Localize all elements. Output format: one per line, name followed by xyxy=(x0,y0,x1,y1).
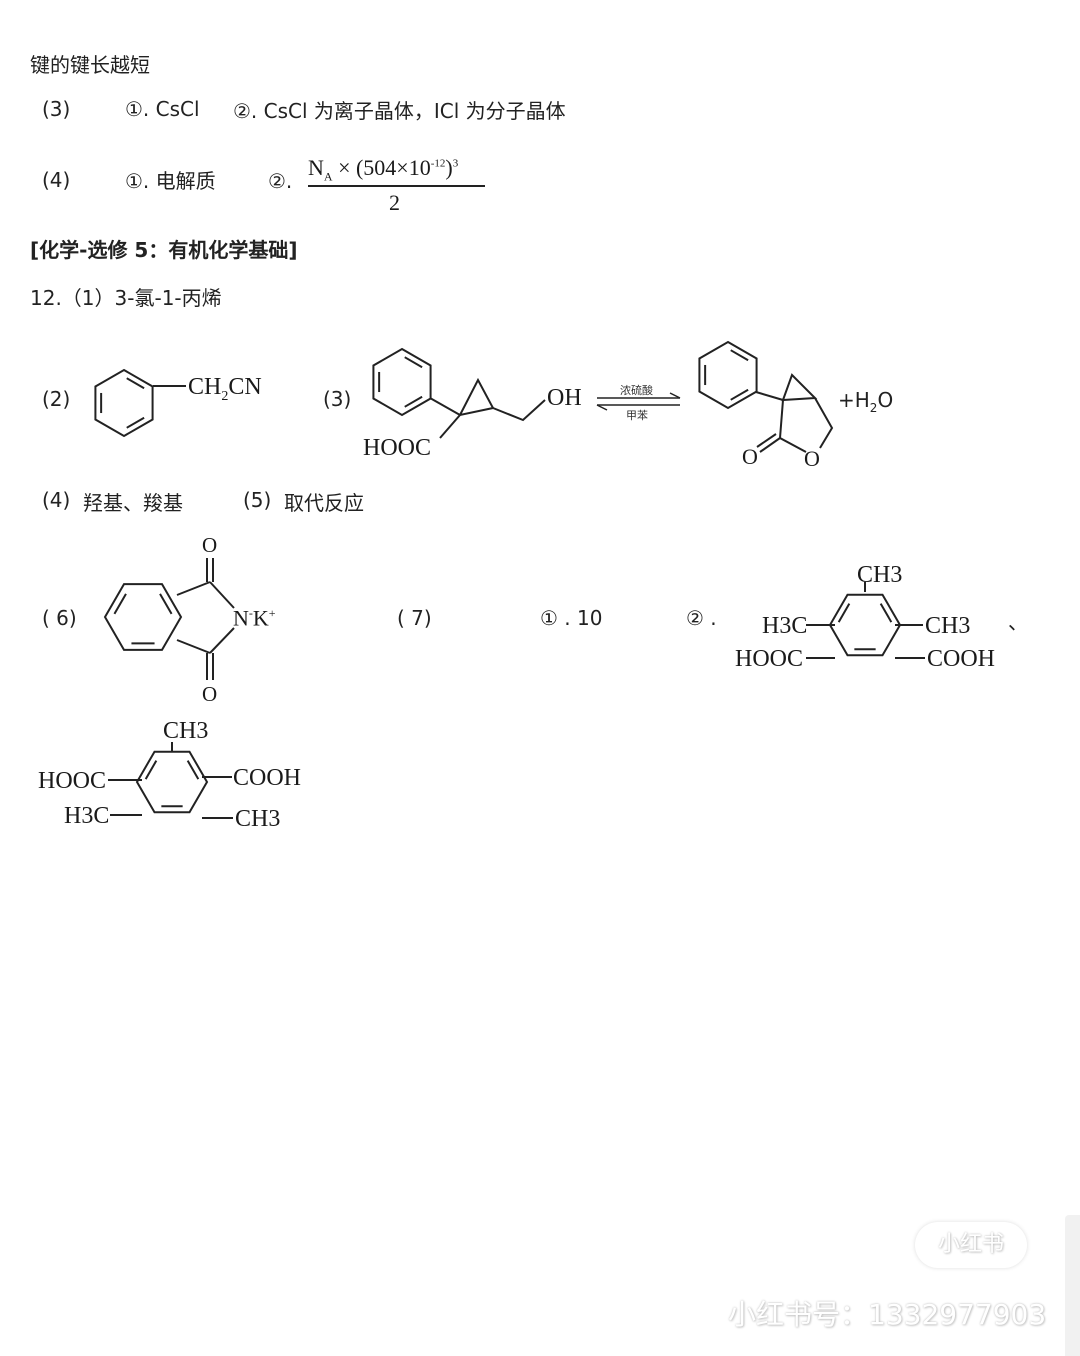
benzene-ring xyxy=(828,593,902,657)
equilibrium-arrow xyxy=(596,392,681,411)
water-label: +H2O xyxy=(838,388,894,415)
s7a-h3c: H3C xyxy=(762,613,808,639)
double-bond xyxy=(837,603,851,623)
phthalimide-bonds xyxy=(176,558,235,680)
q12-7-answer-1: ① . 10 xyxy=(540,606,603,630)
benzene-ring xyxy=(94,368,154,438)
o-bottom: O xyxy=(202,682,218,706)
s7b-cooh: COOH xyxy=(233,765,302,791)
ring-o: O xyxy=(804,446,820,471)
double-bond xyxy=(126,416,145,429)
double-bond xyxy=(186,760,200,780)
separator: 、 xyxy=(1008,610,1028,634)
q12-2-label: (2) xyxy=(42,387,71,411)
double-bond xyxy=(126,377,145,390)
s7b-ch3-right: CH3 xyxy=(235,806,281,832)
s7b-hooc: HOOC xyxy=(38,768,107,794)
s7a-ch3-top: CH3 xyxy=(857,562,903,588)
q12-5-label: (5) xyxy=(243,488,272,512)
double-bond xyxy=(144,760,158,780)
double-bond xyxy=(113,593,127,615)
reactant-bonds xyxy=(429,377,546,439)
ch2cn-label: CH2CN xyxy=(188,374,262,404)
q12-4-answer: 羟基、羧基 xyxy=(83,491,183,515)
q3-answer-1: ①. CsCl xyxy=(125,97,200,121)
q12-6-label: ( 6) xyxy=(42,606,77,630)
q4-answer-2-label: ②. xyxy=(268,169,293,193)
struct7b-bonds xyxy=(108,742,233,819)
scrollbar[interactable] xyxy=(1065,1215,1080,1356)
hooc-label: HOOC xyxy=(363,435,432,461)
q3-answer-2: ②. CsCl 为离子晶体，ICl 为分子晶体 xyxy=(233,99,566,123)
s7a-hooc: HOOC xyxy=(735,646,804,672)
watermark-id: 小红书号：1332977903 xyxy=(728,1298,1047,1331)
q3-label: (3) xyxy=(42,97,71,121)
s7a-cooh: COOH xyxy=(927,646,996,672)
section-heading: [化学-选修 5：有机化学基础] xyxy=(30,238,298,262)
double-bond xyxy=(404,356,423,369)
oh-label: OH xyxy=(547,385,582,411)
benzene-ring xyxy=(698,340,758,410)
q12-7-answer-2-label: ② . xyxy=(686,606,717,630)
benzene-ring xyxy=(103,583,183,651)
watermark-logo: 小红书 xyxy=(915,1222,1027,1268)
double-bond xyxy=(159,593,173,615)
double-bond xyxy=(730,349,749,362)
s7a-ch3-right: CH3 xyxy=(925,613,971,639)
product-bonds xyxy=(755,373,834,453)
carbonyl-o: O xyxy=(742,444,758,469)
benzene-ring xyxy=(372,347,432,417)
q4-answer-1: ①. 电解质 xyxy=(125,169,216,193)
intro-text: 键的键长越短 xyxy=(30,53,150,77)
struct7a-bonds xyxy=(806,582,925,659)
double-bond xyxy=(730,388,749,401)
benzene-ring xyxy=(135,750,209,814)
double-bond xyxy=(879,603,893,623)
q12-part1: 12.（1）3-氯-1-丙烯 xyxy=(30,286,222,310)
s7b-ch3-top: CH3 xyxy=(163,718,209,744)
reagent-top: 浓硫酸 xyxy=(620,384,653,397)
q4-numerator: NA × (504×10-12)3 xyxy=(308,155,459,184)
n-k-label: N-K+ xyxy=(233,605,276,631)
o-top: O xyxy=(202,533,218,557)
double-bond xyxy=(404,395,423,408)
s7b-h3c: H3C xyxy=(64,803,110,829)
reagent-bottom: 甲苯 xyxy=(626,409,648,422)
q12-7-label: ( 7) xyxy=(397,606,432,630)
q4-label: (4) xyxy=(42,168,71,192)
q12-3-label: (3) xyxy=(323,387,352,411)
q12-4-label: (4) xyxy=(42,488,71,512)
q12-5-answer: 取代反应 xyxy=(284,491,364,515)
q4-denominator: 2 xyxy=(389,190,400,215)
